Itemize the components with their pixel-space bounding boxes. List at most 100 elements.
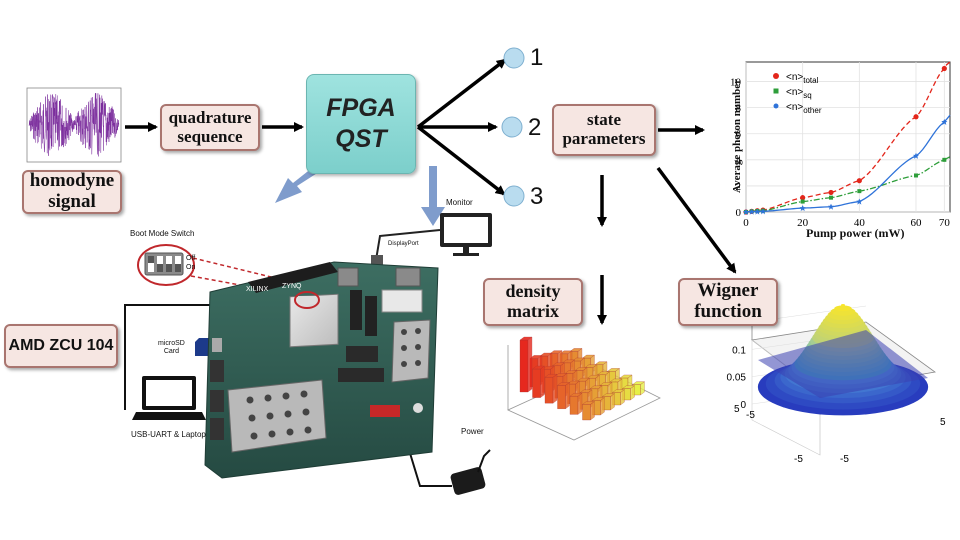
output-label-3: 3 — [530, 183, 544, 210]
y-tick-label: 8 — [736, 103, 742, 115]
density-bar-top — [612, 389, 625, 393]
density-bar-top — [587, 375, 600, 379]
wigner-left-tick: 5 — [734, 404, 740, 415]
point-other — [941, 119, 948, 125]
board-link-arrows — [275, 164, 445, 226]
wigner-z-tick: 0 — [740, 400, 746, 411]
photon-chart-ylabel: Average photon number — [731, 78, 743, 194]
density-bar-top — [619, 374, 633, 379]
microsd-card — [195, 338, 209, 356]
point-other — [754, 208, 761, 215]
density-bar — [519, 339, 529, 393]
flow-arrows — [125, 58, 737, 325]
point-other — [748, 208, 755, 215]
density-bar-top — [577, 377, 590, 382]
arrow-fpga-to-3 — [416, 125, 506, 196]
point-sq — [914, 173, 918, 178]
wigner-base — [758, 330, 928, 398]
legend-marker-total — [773, 73, 779, 79]
wigner-label-line2: function — [694, 301, 762, 322]
density-bar-top — [569, 348, 583, 352]
density-bar-side — [540, 365, 545, 398]
density-bar-top — [589, 385, 603, 389]
homodyne-waveform — [26, 87, 122, 163]
density-bar-top — [539, 352, 553, 357]
output-node-1 — [503, 47, 525, 69]
legend-subscript-sq: sq — [803, 91, 811, 100]
density-bar — [557, 385, 566, 409]
point-other — [743, 209, 749, 215]
legend-label-total: <n>total — [786, 72, 819, 85]
density-bar-top — [557, 382, 570, 386]
point-total — [941, 65, 947, 72]
xilinx-logo: XILINX — [246, 286, 269, 293]
x-tick-label: 20 — [797, 217, 809, 229]
density-bar-top — [532, 365, 545, 370]
density-bar-top — [562, 359, 575, 363]
y-tick-label: 4 — [736, 155, 742, 167]
density-bar-top — [584, 364, 598, 368]
microsd-label-line1: microSD — [158, 340, 185, 347]
y-tick-label: 0 — [736, 207, 742, 219]
waveform-trace — [28, 93, 120, 157]
y-tick-label: 10 — [730, 77, 742, 89]
legend-label-other: <n>other — [786, 102, 822, 115]
density-matrix-plot — [507, 336, 661, 441]
microsd-label-line2: Card — [163, 348, 180, 356]
legend-marker-sq — [773, 88, 779, 94]
density-bar — [569, 396, 579, 415]
quadrature-label-line1: quadrature — [168, 107, 252, 127]
point-total — [828, 189, 834, 196]
output-label-1: 1 — [530, 44, 544, 71]
density-bar — [544, 377, 554, 404]
point-other — [828, 203, 834, 210]
density-bar-top — [602, 393, 615, 397]
arrow-fpga-to-1 — [416, 58, 507, 129]
density-bar-top — [529, 355, 543, 359]
x-tick-label: 40 — [854, 217, 866, 229]
density-bar-top — [582, 354, 595, 359]
legend-subscript-total: total — [803, 76, 818, 85]
density-bar-side — [527, 336, 533, 393]
density-bar-top — [542, 366, 555, 370]
density-bar-top — [599, 382, 613, 386]
wigner-z-tick: 0.1 — [732, 345, 746, 356]
boot-mode-switch-label: Boot Mode Switch — [130, 229, 195, 238]
density-bar-top — [622, 385, 635, 389]
zynq-logo: ZYNQ — [282, 283, 302, 290]
arrow-to-wigner — [656, 166, 737, 274]
switch-on-label: On — [186, 264, 196, 271]
monitor-label: Monitor — [446, 198, 473, 207]
point-other — [760, 208, 766, 215]
density-bar-top — [579, 389, 593, 393]
point-total — [913, 114, 919, 120]
displayport-label: DisplayPort — [388, 241, 419, 247]
density-label-line2: matrix — [507, 301, 559, 321]
point-total — [800, 195, 806, 201]
laptop-label: USB-UART & Laptop — [131, 430, 206, 439]
output-label-2: 2 — [528, 114, 542, 141]
x-tick-label: 60 — [911, 217, 923, 229]
density-bar-top — [559, 350, 573, 354]
board-name-label: AMD ZCU 104 — [8, 337, 114, 355]
density-bar-top — [609, 378, 623, 383]
density-bar-top — [549, 350, 563, 354]
density-bar-top — [572, 357, 585, 362]
density-bar-top — [574, 367, 588, 371]
point-sq — [857, 189, 862, 194]
state-label-line1: state — [587, 110, 621, 130]
wigner-x-tick-pos: 5 — [940, 417, 946, 428]
point-other — [913, 152, 919, 159]
fpga-label: FPGA — [326, 93, 396, 122]
x-tick-label: 0 — [743, 217, 749, 229]
density-bar-top — [597, 371, 610, 375]
density-bar-top — [582, 401, 595, 405]
density-bar-top — [592, 397, 605, 401]
wigner-z-tick: 0.05 — [727, 373, 747, 384]
density-bar-top — [567, 380, 580, 385]
point-sq — [829, 195, 833, 200]
